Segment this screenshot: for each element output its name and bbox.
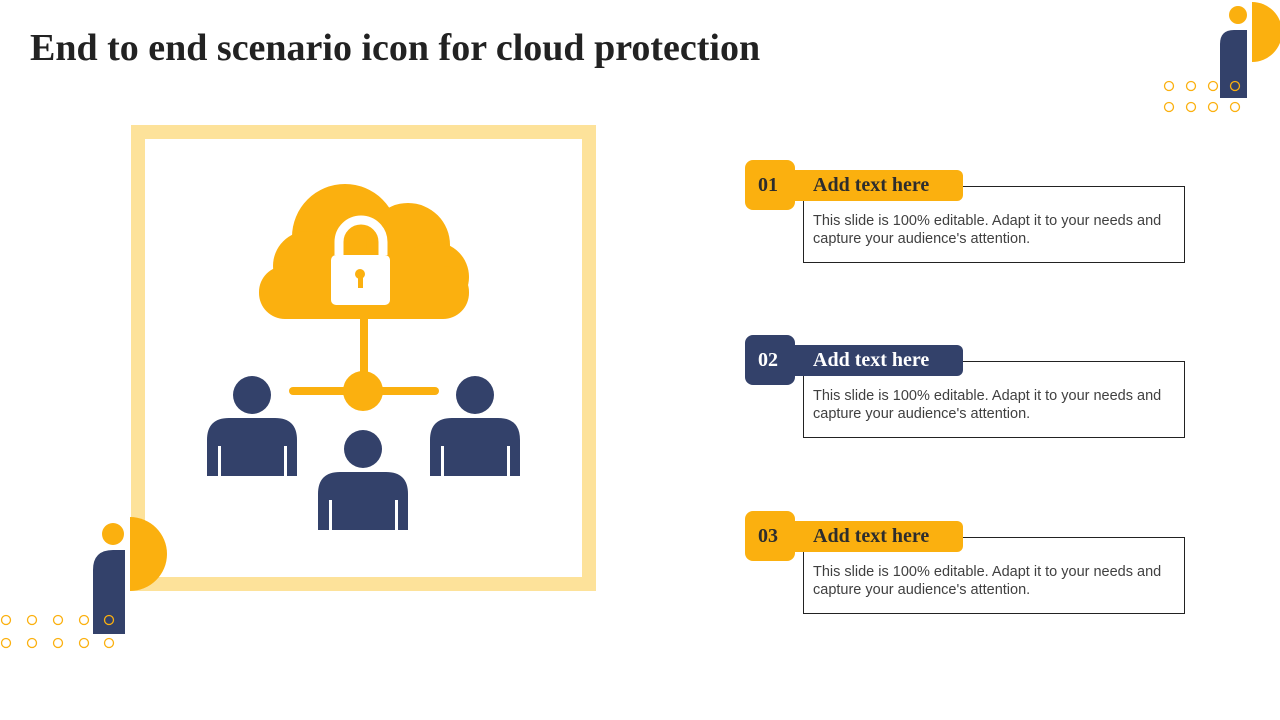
corner-decoration-top-right [1163, 2, 1280, 113]
list-item: 03 Add text here This slide is 100% edit… [745, 511, 1185, 631]
item-number: 03 [745, 511, 795, 561]
slide-title: End to end scenario icon for cloud prote… [30, 27, 761, 69]
item-body: This slide is 100% editable. Adapt it to… [813, 388, 1162, 422]
text-box [803, 361, 1185, 438]
text-box [803, 537, 1185, 614]
list-item: 01 Add text here This slide is 100% edit… [745, 160, 1185, 280]
item-heading: Add text here [795, 170, 963, 201]
item-heading: Add text here [795, 345, 963, 376]
item-number: 02 [745, 335, 795, 385]
item-heading: Add text here [795, 521, 963, 552]
corner-decoration-bottom-left [0, 517, 167, 649]
item-body: This slide is 100% editable. Adapt it to… [813, 213, 1162, 247]
list-item: 02 Add text here This slide is 100% edit… [745, 335, 1185, 455]
item-number: 01 [745, 160, 795, 210]
item-body: This slide is 100% editable. Adapt it to… [813, 564, 1162, 598]
text-box [803, 186, 1185, 263]
cloud-lock-network-users-icon [207, 184, 520, 530]
